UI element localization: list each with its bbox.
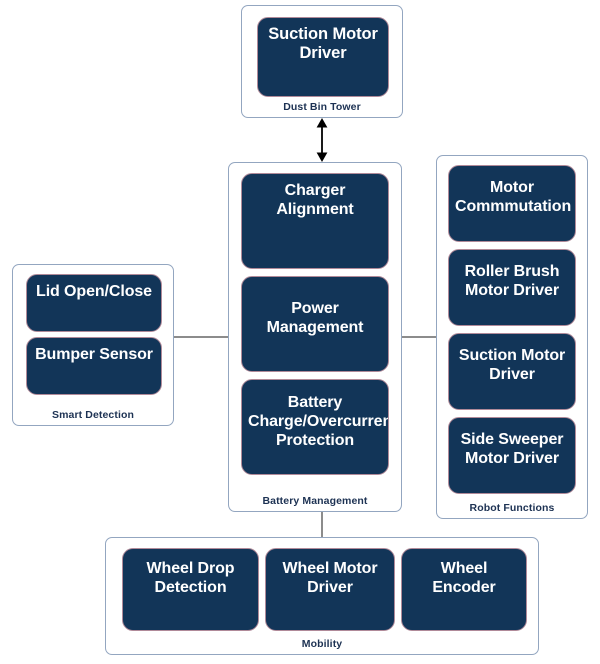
- connector-battery-management-to-robot-functions: [402, 336, 438, 338]
- group-dust-bin-tower[interactable]: Suction Motor Driver Dust Bin Tower: [241, 5, 403, 118]
- group-label-dust-bin-tower: Dust Bin Tower: [283, 101, 361, 113]
- group-label-battery-management: Battery Management: [262, 495, 368, 507]
- group-label-mobility: Mobility: [301, 638, 343, 650]
- block-side-sweeper-motor-driver[interactable]: Side Sweeper Motor Driver: [448, 417, 576, 494]
- block-wheel-motor-driver[interactable]: Wheel Motor Driver: [265, 548, 395, 631]
- connector-dust-bin-tower-to-battery-management: [312, 118, 332, 162]
- group-label-robot-functions: Robot Functions: [469, 502, 555, 514]
- group-mobility[interactable]: Wheel Drop Detection Wheel Motor Driver …: [105, 537, 539, 655]
- block-roller-brush-motor-driver[interactable]: Roller Brush Motor Driver: [448, 249, 576, 326]
- connector-smart-detection-to-battery-management: [174, 336, 236, 338]
- connector-battery-management-to-mobility: [321, 512, 323, 540]
- group-robot-functions[interactable]: Motor Commmutation Roller Brush Motor Dr…: [436, 155, 588, 519]
- block-battery-charge-overcurrent-protection[interactable]: Battery Charge/Overcurrent Protection: [241, 379, 389, 475]
- block-wheel-encoder[interactable]: Wheel Encoder: [401, 548, 527, 631]
- group-battery-management[interactable]: Charger Alignment Power Management Batte…: [228, 162, 402, 512]
- block-motor-commmutation[interactable]: Motor Commmutation: [448, 165, 576, 242]
- block-charger-alignment[interactable]: Charger Alignment: [241, 173, 389, 269]
- block-power-management[interactable]: Power Management: [241, 276, 389, 372]
- group-label-smart-detection: Smart Detection: [51, 409, 135, 421]
- block-suction-motor-driver-top[interactable]: Suction Motor Driver: [257, 17, 389, 97]
- block-suction-motor-driver[interactable]: Suction Motor Driver: [448, 333, 576, 410]
- block-wheel-drop-detection[interactable]: Wheel Drop Detection: [122, 548, 259, 631]
- block-bumper-sensor[interactable]: Bumper Sensor: [26, 337, 162, 395]
- block-lid-open-close[interactable]: Lid Open/Close: [26, 274, 162, 332]
- group-smart-detection[interactable]: Lid Open/Close Bumper Sensor Smart Detec…: [12, 264, 174, 426]
